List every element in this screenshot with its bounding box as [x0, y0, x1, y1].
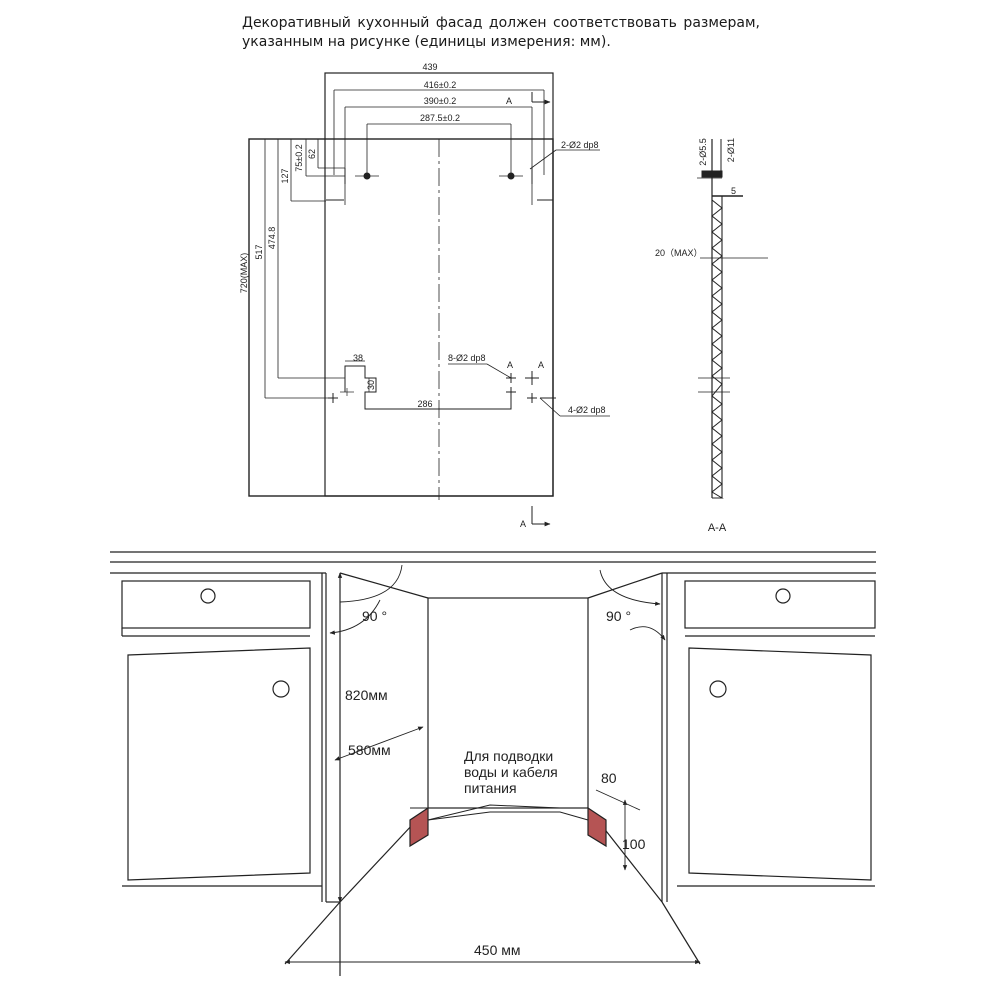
- dim-720: 720(MAX): [239, 253, 249, 294]
- section-aa-drawing: [697, 139, 768, 499]
- note-line-1: Для подводки: [464, 748, 553, 764]
- niche-labels: 90 ° 90 ° 820мм 580мм Для подводки воды …: [345, 608, 646, 958]
- niche-back-wall: [427, 597, 589, 809]
- front-panel-labels: 439 416±0.2 390±0.2 287.5±0.2 A 75±0.2 6…: [239, 62, 606, 529]
- left-drawer-knob: [200, 588, 216, 604]
- dim-30: 30: [366, 380, 376, 390]
- dim-5: 5: [731, 186, 736, 196]
- hole-label-mid: 8-Ø2 dp8: [448, 353, 486, 363]
- right-door-knob: [709, 680, 727, 698]
- right-door: [688, 647, 872, 881]
- caption-line-2: указанным на рисунке (единицы измерения:…: [242, 34, 611, 50]
- section-mark-mid-1: A: [507, 360, 513, 370]
- dim-11: 2-Ø11: [726, 138, 736, 162]
- section-mark-mid-2: A: [538, 360, 544, 370]
- dim-38: 38: [353, 353, 363, 363]
- caption: Декоративный кухонный фасад должен соотв…: [242, 14, 760, 52]
- angle-left-label: 90 °: [362, 608, 387, 624]
- niche-drawing: [110, 551, 876, 976]
- dim-286: 286: [417, 399, 432, 409]
- section-profile: [711, 199, 724, 499]
- dim-127: 127: [280, 168, 290, 183]
- hole-label-top: 2-Ø2 dp8: [561, 140, 599, 150]
- section-mark-top: A: [506, 96, 512, 106]
- left-door-knob: [272, 680, 290, 698]
- right-drawer: [684, 580, 876, 629]
- door-outline: [248, 138, 554, 497]
- right-drawer-knob: [775, 588, 791, 604]
- dim-439: 439: [422, 62, 437, 72]
- left-door: [127, 647, 311, 881]
- dim-416: 416±0.2: [424, 80, 456, 90]
- dim-62: 62: [307, 149, 317, 159]
- height-label: 820мм: [345, 687, 388, 703]
- section-mark-bottom: A: [520, 519, 526, 529]
- dim-390: 390±0.2: [424, 96, 456, 106]
- dim-80-label: 80: [601, 770, 617, 786]
- depth-label: 580мм: [348, 742, 391, 758]
- dim-75: 75±0.2: [294, 144, 304, 171]
- section-title: A-A: [708, 522, 727, 534]
- angle-right-label: 90 °: [606, 608, 631, 624]
- caption-line-1: Декоративный кухонный фасад должен соотв…: [242, 15, 760, 31]
- dim-5-5: 2-Ø5.5: [698, 138, 708, 166]
- dim-474: 474.8: [267, 227, 277, 250]
- note-line-3: питания: [464, 780, 517, 796]
- hole-label-low: 4-Ø2 dp8: [568, 405, 606, 415]
- width-label: 450 мм: [474, 942, 521, 958]
- inlet-recess-right: [587, 806, 607, 848]
- note-line-2: воды и кабеля: [464, 764, 558, 780]
- dim-100-label: 100: [622, 836, 646, 852]
- inlet-recess-left: [409, 806, 429, 848]
- front-panel-drawing: [248, 72, 610, 527]
- dim-517: 517: [254, 244, 264, 259]
- dim-20: 20（MAX）: [655, 248, 703, 258]
- section-aa-labels: 2-Ø5.5 2-Ø11 5 20（MAX） A-A: [655, 138, 736, 534]
- left-drawer: [121, 580, 311, 629]
- dim-287: 287.5±0.2: [420, 113, 460, 123]
